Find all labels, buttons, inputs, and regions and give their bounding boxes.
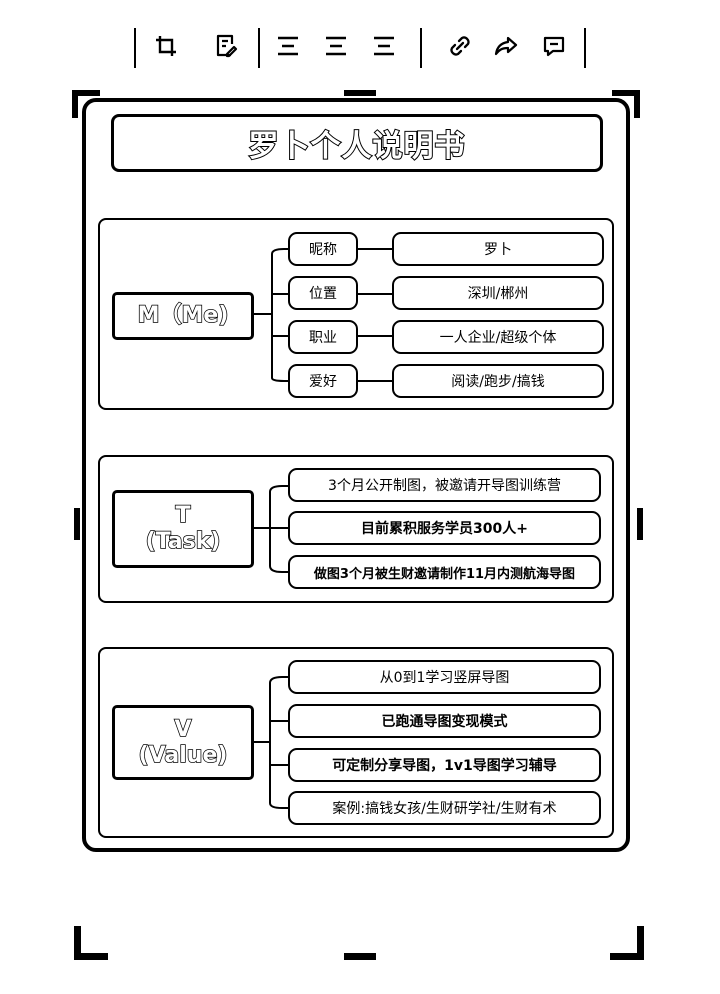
section-label-text: (Task) xyxy=(145,528,221,555)
field-value: 罗卜 xyxy=(392,232,604,266)
crop-corner-bottom-left[interactable] xyxy=(74,953,108,960)
section-label-me: M（Me) xyxy=(112,292,254,340)
align-left-icon xyxy=(278,36,298,56)
toolbar-divider xyxy=(134,28,136,68)
crop-icon xyxy=(156,36,176,56)
field-value: 深圳/郴州 xyxy=(392,276,604,310)
value-item: 从0到1学习竖屏导图 xyxy=(288,660,601,694)
align-center-icon xyxy=(326,36,346,56)
section-label-text: (Value) xyxy=(138,742,228,769)
task-item: 3个月公开制图，被邀请开导图训练营 xyxy=(288,468,601,502)
task-item: 做图3个月被生财邀请制作11月内测航海导图 xyxy=(288,555,601,589)
comment-button[interactable] xyxy=(538,30,570,62)
toolbar-divider xyxy=(420,28,422,68)
crop-corner-bottom-right[interactable] xyxy=(637,926,644,960)
comment-icon xyxy=(543,36,565,57)
crop-corner-top-left[interactable] xyxy=(72,90,100,96)
edit-note-button[interactable] xyxy=(210,30,242,62)
edit-note-icon xyxy=(216,34,238,58)
field-key: 昵称 xyxy=(288,232,358,266)
field-value: 一人企业/超级个体 xyxy=(392,320,604,354)
card-title: 罗卜个人说明书 xyxy=(248,128,466,165)
section-value xyxy=(98,647,614,838)
link-button[interactable] xyxy=(444,30,476,62)
section-label-task: T (Task) xyxy=(112,490,254,568)
section-label-text: M（Me) xyxy=(137,302,229,329)
field-key: 位置 xyxy=(288,276,358,310)
section-task xyxy=(98,455,614,603)
share-button[interactable] xyxy=(490,30,522,62)
align-right-button[interactable] xyxy=(368,30,400,62)
section-me xyxy=(98,218,614,410)
value-item: 案例:搞钱女孩/生财研学社/生财有术 xyxy=(288,791,601,825)
crop-handle-bottom[interactable] xyxy=(344,953,376,960)
card-title-box: 罗卜个人说明书 xyxy=(111,114,603,172)
link-icon xyxy=(450,36,470,56)
align-center-button[interactable] xyxy=(320,30,352,62)
share-icon xyxy=(494,36,518,56)
crop-corner-bottom-right[interactable] xyxy=(610,953,644,960)
section-label-value: V (Value) xyxy=(112,705,254,780)
crop-corner-top-right[interactable] xyxy=(612,90,640,96)
crop-handle-right[interactable] xyxy=(637,508,643,540)
image-toolbar xyxy=(134,22,586,70)
align-left-button[interactable] xyxy=(272,30,304,62)
value-item: 可定制分享导图，1v1导图学习辅导 xyxy=(288,748,601,782)
field-value: 阅读/跑步/搞钱 xyxy=(392,364,604,398)
crop-corner-top-left[interactable] xyxy=(72,90,78,118)
toolbar-divider xyxy=(258,28,260,68)
crop-handle-left[interactable] xyxy=(74,508,80,540)
crop-button[interactable] xyxy=(150,30,182,62)
section-label-text: V xyxy=(174,716,193,743)
field-key: 爱好 xyxy=(288,364,358,398)
crop-corner-bottom-left[interactable] xyxy=(74,926,81,960)
align-right-icon xyxy=(374,36,394,56)
toolbar-divider xyxy=(584,28,586,68)
crop-corner-top-right[interactable] xyxy=(634,90,640,118)
task-item: 目前累积服务学员300人+ xyxy=(288,511,601,545)
section-label-text: T xyxy=(175,502,192,529)
crop-handle-top[interactable] xyxy=(344,90,376,96)
value-item: 已跑通导图变现模式 xyxy=(288,704,601,738)
field-key: 职业 xyxy=(288,320,358,354)
profile-card xyxy=(82,98,630,852)
